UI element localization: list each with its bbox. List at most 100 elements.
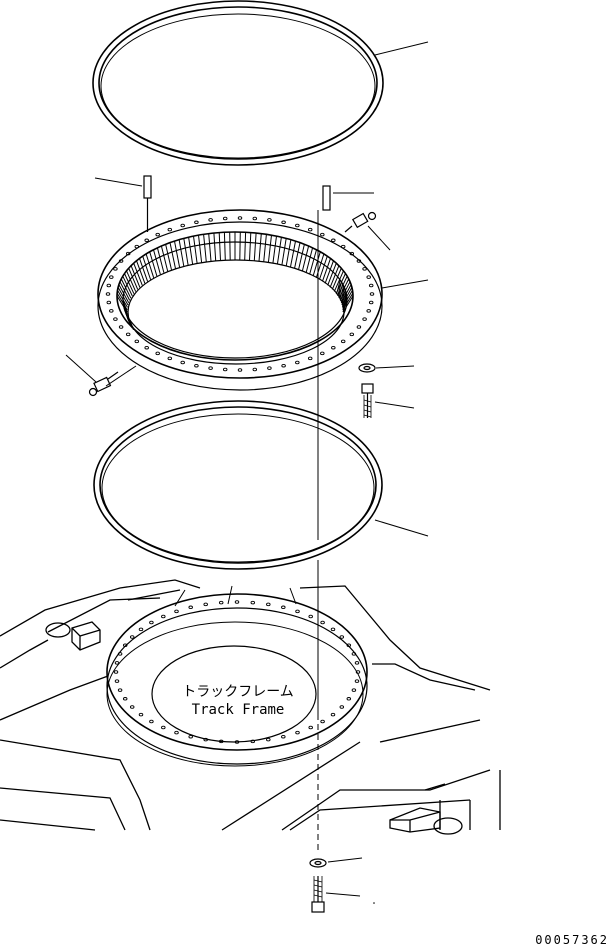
- leader-line-fitting-left-2: [105, 365, 137, 387]
- bolt-hole: [125, 251, 131, 256]
- gear-tooth: [126, 270, 137, 292]
- gear-tooth: [340, 284, 352, 303]
- bolt-hole: [188, 734, 193, 739]
- gear-tooth: [133, 263, 143, 286]
- bolt-hole: [129, 635, 135, 639]
- gear-tooth: [342, 295, 354, 313]
- gear-tooth: [142, 255, 152, 280]
- gear-tooth: [229, 232, 231, 261]
- gear-tooth: [249, 232, 252, 261]
- bolt-hole: [155, 351, 160, 356]
- bolt-hole: [339, 635, 345, 639]
- bolt-bottom[interactable]: [311, 876, 325, 913]
- bolt-hole: [144, 345, 149, 350]
- bolt-hole: [234, 600, 240, 604]
- bolt-hole: [114, 661, 120, 665]
- bolt-hole: [118, 259, 124, 263]
- bolt-hole: [320, 232, 325, 237]
- gear-tooth: [331, 268, 342, 290]
- bolt-hole: [340, 339, 346, 344]
- dowel-pin-right[interactable]: [322, 185, 331, 211]
- gear-tooth: [169, 242, 176, 269]
- gear-tooth: [336, 279, 341, 295]
- bolt-hole: [222, 216, 228, 221]
- bolt-hole: [174, 609, 179, 614]
- bolt-hole: [351, 688, 357, 692]
- bolt-hole: [308, 725, 313, 730]
- mounting-ring-bolt-holes: [113, 600, 361, 744]
- bolt-hole: [354, 679, 360, 683]
- gear-tooth: [198, 235, 203, 263]
- leader-line-bolt-bottom: [325, 892, 361, 897]
- bolt-hole: [354, 661, 360, 665]
- gear-tooth: [281, 238, 287, 266]
- gear-tooth: [272, 236, 277, 264]
- gear-tooth: [337, 281, 342, 297]
- gear-tooth: [149, 251, 158, 277]
- bolt-hole: [330, 712, 336, 717]
- gear-tooth: [128, 268, 139, 290]
- gear-tooth: [174, 241, 181, 268]
- gear-tooth: [338, 283, 344, 298]
- bolt-hole: [125, 332, 131, 337]
- bolt-hole: [203, 602, 208, 607]
- bolt-hole: [346, 643, 352, 647]
- gear-tooth: [223, 232, 226, 261]
- bolt-hole: [149, 620, 154, 625]
- gear-tooth: [258, 233, 262, 262]
- gear-tooth: [145, 253, 155, 278]
- leader-line-fitting-top: [367, 225, 391, 251]
- gear-tooth: [267, 235, 272, 263]
- bolt-hole: [320, 351, 325, 356]
- bolt-hole: [138, 627, 144, 632]
- leader-line-seal-bottom: [374, 519, 429, 537]
- bolt-hole: [167, 356, 173, 361]
- gear-tooth: [342, 297, 348, 311]
- washer-bottom[interactable]: [309, 858, 327, 868]
- gear-tooth: [342, 299, 348, 313]
- drawing-number: 00057362: [535, 933, 609, 947]
- gear-tooth: [321, 258, 331, 282]
- bolt-hole: [109, 275, 114, 279]
- bolt-hole: [180, 360, 185, 365]
- washer-mid[interactable]: [358, 363, 376, 373]
- track-frame-label-en: Track Frame: [192, 702, 285, 718]
- bolt-hole: [356, 325, 362, 329]
- bolt-hole: [356, 259, 362, 263]
- bolt-hole: [149, 719, 154, 724]
- bolt-hole: [222, 367, 228, 372]
- gear-tooth: [193, 236, 198, 264]
- bolt-hole: [208, 218, 213, 222]
- leader-line-seal-top: [374, 41, 429, 56]
- gear-tooth: [117, 290, 128, 308]
- gear-tooth: [301, 245, 310, 272]
- bolt-hole: [134, 339, 140, 344]
- bolt-hole: [281, 734, 286, 739]
- dowel-pin-left[interactable]: [143, 175, 152, 232]
- bolt-mid[interactable]: [361, 383, 374, 418]
- bolt-hole: [295, 730, 300, 735]
- bolt-hole: [267, 218, 272, 222]
- bolt-hole: [349, 251, 355, 256]
- gear-tooth: [218, 232, 221, 261]
- bolt-hole: [307, 227, 313, 232]
- gear-tooth: [117, 287, 129, 306]
- leader-line-bolt-mid: [374, 401, 415, 409]
- seal-ring-bottom[interactable]: [93, 400, 383, 570]
- leader-line-bearing: [381, 279, 429, 289]
- track-frame-label-jp: トラックフレーム: [182, 684, 294, 700]
- bolt-hole: [118, 325, 124, 329]
- bolt-hole: [122, 697, 128, 701]
- reference-dot: [373, 902, 375, 904]
- grease-fitting-top[interactable]: [344, 211, 377, 233]
- bolt-hole: [218, 739, 224, 744]
- bolt-hole: [113, 670, 119, 674]
- gear-tooth: [327, 263, 337, 286]
- bolt-hole: [281, 605, 286, 610]
- bolt-hole: [113, 267, 118, 271]
- gear-tooth: [340, 289, 346, 304]
- bolt-hole: [307, 356, 313, 361]
- bolt-hole: [144, 238, 149, 243]
- seal-ring-top[interactable]: [92, 0, 384, 166]
- grease-fitting-left[interactable]: [88, 371, 119, 397]
